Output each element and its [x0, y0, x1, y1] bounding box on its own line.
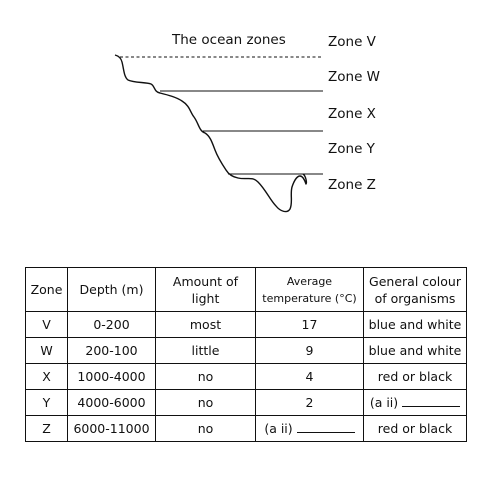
cell-light: no — [155, 415, 256, 442]
answer-prompt: (a ii) — [264, 421, 293, 436]
answer-blank-line[interactable] — [402, 395, 461, 407]
cell-colour: red or black — [363, 415, 467, 442]
cell-zone: W — [25, 337, 68, 364]
table-row: W 200-100 little 9 blue and white — [25, 337, 467, 364]
cell-colour: blue and white — [363, 311, 467, 338]
header-zone: Zone — [25, 267, 68, 312]
table-row: X 1000-4000 no 4 red or black — [25, 363, 467, 390]
zone-x-label: Zone X — [328, 106, 376, 122]
cell-depth: 4000-6000 — [67, 389, 156, 416]
diagram-title: The ocean zones — [171, 32, 286, 48]
cell-temperature: 9 — [255, 337, 364, 364]
cell-light: no — [155, 363, 256, 390]
table-row: Y 4000-6000 no 2 (a ii) — [25, 389, 467, 416]
answer-prompt: (a ii) — [369, 395, 399, 410]
cell-depth: 0-200 — [67, 311, 156, 338]
zone-v-label: Zone V — [328, 34, 377, 50]
cell-light: no — [155, 389, 256, 416]
cell-zone: Z — [25, 415, 68, 442]
cell-temperature: 2 — [255, 389, 364, 416]
cell-light: little — [155, 337, 256, 364]
cell-zone: Y — [25, 389, 68, 416]
table-row: Z 6000-11000 no (a ii) red or black — [25, 415, 467, 442]
cell-zone: X — [25, 363, 68, 390]
header-depth: Depth (m) — [67, 267, 156, 312]
seabed-profile — [114, 54, 308, 213]
zone-z-label: Zone Z — [328, 177, 376, 193]
cell-temperature: 4 — [255, 363, 364, 390]
cell-depth: 1000-4000 — [67, 363, 156, 390]
cell-colour: red or black — [363, 363, 467, 390]
answer-blank-line[interactable] — [296, 421, 355, 433]
cell-colour-blank: (a ii) — [363, 389, 467, 416]
cell-colour: blue and white — [363, 337, 467, 364]
table-row: V 0-200 most 17 blue and white — [25, 311, 467, 338]
cell-temperature: 17 — [255, 311, 364, 338]
zone-y-label: Zone Y — [328, 141, 376, 157]
cell-zone: V — [25, 311, 68, 338]
zone-w-label: Zone W — [328, 69, 380, 85]
cell-depth: 6000-11000 — [67, 415, 156, 442]
cell-light: most — [155, 311, 256, 338]
cell-temperature-blank: (a ii) — [255, 415, 364, 442]
cell-depth: 200-100 — [67, 337, 156, 364]
ocean-zones-diagram: The ocean zones Zone V Zone W Zone X Zon… — [114, 32, 380, 213]
